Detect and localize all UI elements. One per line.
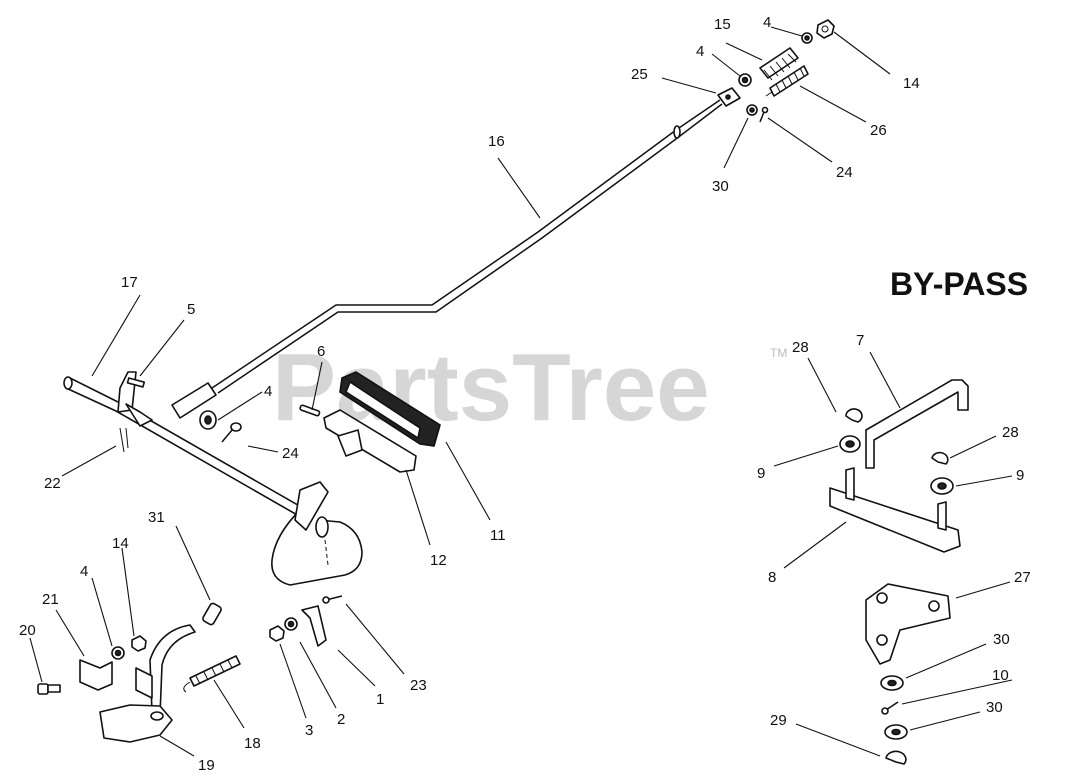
part-28-e-clip-right	[931, 451, 949, 465]
part-27-mount-plate	[865, 583, 951, 665]
callout-21: 21	[42, 591, 59, 608]
part-7-bypass-rod	[865, 379, 969, 469]
callout-10: 10	[992, 667, 1009, 684]
callout-labels: 1 2 3 4 4 4 4 5 6 7 8 9 9 10 11 12 14 14…	[19, 14, 1031, 774]
part-28-e-clip-left	[845, 408, 863, 423]
callout-4-top: 4	[696, 43, 704, 60]
pedal-tube	[271, 481, 363, 586]
part-9-washer-right	[930, 477, 954, 495]
part-30-washer-b	[884, 724, 908, 740]
callout-24-top: 24	[836, 164, 853, 181]
part-26-spring	[765, 65, 809, 97]
callout-9-left: 9	[757, 465, 765, 482]
callout-17: 17	[121, 274, 138, 291]
callout-30-mid: 30	[993, 631, 1010, 648]
part-31-sleeve	[202, 602, 222, 626]
part-14-nut-top	[816, 19, 835, 39]
callout-4-bottom: 4	[80, 563, 88, 580]
part-30-washer-top	[746, 104, 758, 116]
callout-28-right: 28	[1002, 424, 1019, 441]
part-4-washer-top-right	[801, 32, 813, 44]
callout-15: 15	[714, 16, 731, 33]
part-6-roll-pin	[299, 404, 321, 417]
part-19-lever-plate	[99, 624, 196, 743]
part-9-washer-left	[839, 435, 861, 453]
callout-24-left: 24	[282, 445, 299, 462]
part-2-washer	[284, 617, 298, 631]
part-4-washer-left	[199, 410, 217, 430]
callout-16: 16	[488, 133, 505, 150]
callout-18: 18	[244, 735, 261, 752]
part-1-clevis	[301, 605, 327, 647]
part-18-spring	[183, 655, 241, 693]
callout-11: 11	[490, 527, 506, 544]
callout-14-bottom: 14	[112, 535, 129, 552]
callout-25: 25	[631, 66, 648, 83]
callout-12: 12	[430, 552, 447, 569]
callout-27: 27	[1014, 569, 1031, 586]
callout-23: 23	[410, 677, 427, 694]
callout-1: 1	[376, 691, 384, 708]
callout-3: 3	[305, 722, 313, 739]
part-24-cotter-pin-left	[221, 422, 242, 443]
part-30-washer-a	[880, 675, 904, 691]
callout-14-top: 14	[903, 75, 920, 92]
part-4-washer-bottom	[111, 646, 125, 660]
part-17-shaft	[63, 371, 311, 521]
part-24-cotter-pin-top	[759, 106, 769, 123]
callout-7: 7	[856, 332, 864, 349]
part-11-pedal-pad	[339, 371, 441, 447]
part-3-nut	[269, 625, 285, 642]
diagram-title: BY-PASS	[890, 266, 1028, 302]
callout-6: 6	[317, 343, 325, 360]
callout-4-left: 4	[264, 383, 272, 400]
callout-28-left: 28	[792, 339, 809, 356]
part-25-bracket	[717, 87, 741, 107]
part-14-nut-bottom	[131, 635, 147, 652]
callout-26: 26	[870, 122, 887, 139]
part-16-control-rod	[171, 99, 723, 419]
part-29-clip	[885, 750, 907, 765]
watermark-trademark: TM	[770, 346, 787, 360]
callout-9-right: 9	[1016, 467, 1024, 484]
leader-lines	[29, 26, 1013, 757]
callout-5: 5	[187, 301, 195, 318]
part-5-pin	[126, 377, 146, 388]
part-21-bracket	[79, 659, 113, 691]
part-10-cotter-pin	[881, 701, 899, 715]
callout-19: 19	[198, 757, 215, 774]
callout-22: 22	[44, 475, 61, 492]
part-8-bypass-plate	[829, 467, 961, 553]
callout-31: 31	[148, 509, 165, 526]
part-15-spring	[759, 47, 799, 81]
callout-8: 8	[768, 569, 776, 586]
part-23-clevis-pin	[322, 595, 343, 604]
callout-2: 2	[337, 711, 345, 728]
part-4-washer-top	[738, 73, 752, 87]
callout-29: 29	[770, 712, 787, 729]
callout-30-bottom: 30	[986, 699, 1003, 716]
callout-4-top-right: 4	[763, 14, 771, 31]
callout-30-top: 30	[712, 178, 729, 195]
part-20-bolt	[37, 683, 61, 695]
callout-20: 20	[19, 622, 36, 639]
part-12-pedal-bracket	[323, 409, 417, 473]
